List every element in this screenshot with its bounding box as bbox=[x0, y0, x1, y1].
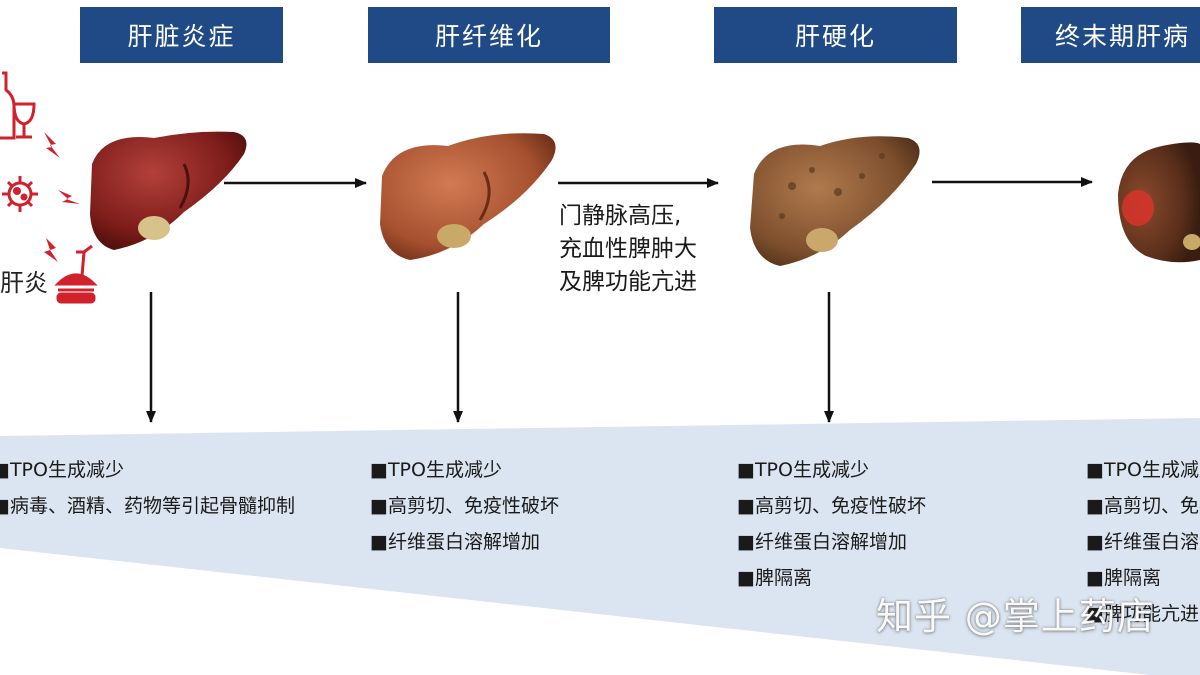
mechanism-item: ■病毒、酒精、药物等引起骨髓抑制 bbox=[0, 495, 295, 517]
mechanism-item: ■TPO生成减少 bbox=[1086, 459, 1200, 481]
mechanism-item: ■纤维蛋白溶解增加 bbox=[370, 531, 540, 553]
lightning-bolt-icon bbox=[44, 132, 80, 262]
mechanism-item: ■高剪切、免疫性破坏 bbox=[737, 495, 926, 517]
stage-header-end-stage: 终末期肝病 bbox=[1021, 7, 1200, 63]
mechanism-item: ■脾隔离 bbox=[737, 567, 812, 589]
note-line: 门静脉高压, bbox=[559, 203, 682, 229]
note-line: 充血性脾肿大 bbox=[559, 236, 697, 262]
liver-fibrosis-image bbox=[380, 133, 556, 260]
watermark: 知乎 @掌上药店 bbox=[876, 595, 1155, 638]
mechanism-item: ■脾功能亢进 bbox=[1086, 603, 1199, 625]
wine-glass-icon bbox=[12, 102, 36, 139]
mechanisms-end-stage: ■TPO生成减少 ■高剪切、免疫性破坏 ■纤维蛋白溶解增加 ■脾隔离 ■脾功能亢… bbox=[1086, 452, 1200, 632]
liver-cirrhosis-image bbox=[750, 136, 920, 266]
mechanism-item: ■TPO生成减少 bbox=[370, 459, 502, 481]
liquor-bottle-icon bbox=[0, 71, 16, 140]
mechanism-item: ■纤维蛋白溶解增加 bbox=[1086, 531, 1200, 553]
cause-icons bbox=[0, 71, 98, 304]
liver-end-stage-image bbox=[1118, 142, 1200, 263]
liver-inflammation-image bbox=[90, 131, 247, 250]
stage-header-inflammation: 肝脏炎症 bbox=[80, 7, 283, 63]
mechanism-item: ■脾隔离 bbox=[1086, 567, 1161, 589]
mechanisms-fibrosis: ■TPO生成减少 ■高剪切、免疫性破坏 ■纤维蛋白溶解增加 bbox=[370, 452, 630, 560]
note-line: 及脾功能亢进 bbox=[559, 269, 697, 295]
fast-food-icon bbox=[54, 244, 98, 304]
mechanism-item: ■高剪切、免疫性破坏 bbox=[370, 495, 559, 517]
mechanism-item: ■TPO生成减少 bbox=[0, 459, 124, 481]
hepatitis-label: 肝炎 bbox=[0, 269, 48, 297]
virus-icon bbox=[2, 176, 38, 212]
mechanisms-inflammation: ■TPO生成减少 ■病毒、酒精、药物等引起骨髓抑制 bbox=[0, 452, 352, 524]
stage-header-cirrhosis: 肝硬化 bbox=[714, 7, 957, 63]
mechanism-item: ■纤维蛋白溶解增加 bbox=[737, 531, 907, 553]
mechanisms-cirrhosis: ■TPO生成减少 ■高剪切、免疫性破坏 ■纤维蛋白溶解增加 ■脾隔离 bbox=[737, 452, 997, 596]
mechanism-item: ■TPO生成减少 bbox=[737, 459, 869, 481]
mechanism-item: ■高剪切、免疫性破坏 bbox=[1086, 495, 1200, 517]
portal-hypertension-note: 门静脉高压, 充血性脾肿大 及脾功能亢进 bbox=[559, 200, 697, 299]
stage-header-fibrosis: 肝纤维化 bbox=[368, 7, 610, 63]
